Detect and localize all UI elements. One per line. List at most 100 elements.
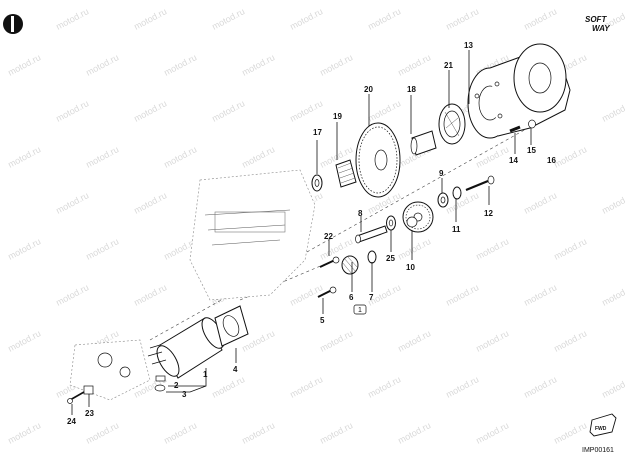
starter-bolt [154, 375, 166, 392]
watermark-text: motod.ru [444, 374, 480, 400]
pinion-circlip [367, 250, 377, 264]
callout-8: 8 [358, 209, 363, 218]
callout-11: 11 [452, 225, 461, 234]
watermark-text: motod.ru [162, 52, 198, 78]
callout-15: 15 [527, 146, 536, 155]
watermark-text: motod.ru [474, 236, 510, 262]
watermark-text: motod.ru [600, 190, 625, 216]
watermark-text: motod.ru [288, 6, 324, 32]
brand-logo-icon [3, 14, 23, 34]
callout-13: 13 [464, 41, 473, 50]
watermark-text: motod.ru [522, 6, 558, 32]
watermark-text: motod.ru [6, 236, 42, 262]
watermark-text: motod.ru [444, 6, 480, 32]
callout-22: 22 [324, 232, 333, 241]
watermark-text: motod.ru [54, 190, 90, 216]
watermark-text: motod.ru [132, 190, 168, 216]
callout-2: 2 [174, 381, 179, 390]
callout-24: 24 [67, 417, 76, 426]
starter-gasket [214, 305, 249, 347]
callout-21: 21 [444, 61, 453, 70]
callout-6: 6 [349, 293, 354, 302]
watermark-text: motod.ru [6, 420, 42, 446]
watermark-text: motod.ru [210, 374, 246, 400]
watermark-text: motod.ru [6, 52, 42, 78]
softway-logo: SOFT WAY [585, 15, 610, 33]
watermark-text: motod.ru [522, 282, 558, 308]
watermark-text: motod.ru [6, 144, 42, 170]
starter-clutch-gear [355, 122, 401, 198]
flywheel [467, 43, 571, 139]
watermark-text: motod.ru [240, 144, 276, 170]
watermark-text: motod.ru [552, 144, 588, 170]
watermark-text: motod.ru [396, 236, 432, 262]
note-marker: 1 [353, 304, 367, 315]
watermark-text: motod.ru [600, 98, 625, 124]
watermark-text: motod.ru [54, 282, 90, 308]
starter-pinion [341, 255, 359, 275]
carburettor-assembly [69, 339, 151, 401]
callout-14: 14 [509, 156, 518, 165]
watermark-text: motod.ru [318, 328, 354, 354]
watermark-text: motod.ru [210, 98, 246, 124]
watermark-text: motod.ru [522, 374, 558, 400]
watermark-text: motod.ru [318, 420, 354, 446]
callout-7: 7 [369, 293, 374, 302]
fwd-arrow-icon: FWD [589, 413, 617, 437]
watermark-text: motod.ru [396, 420, 432, 446]
callout-19: 19 [333, 112, 342, 121]
nut-11 [452, 186, 462, 200]
fwd-label: FWD [595, 426, 607, 432]
one-way-clutch [438, 103, 466, 145]
engine-crankcase [189, 169, 316, 301]
watermark-text: motod.ru [474, 328, 510, 354]
watermark-text: motod.ru [84, 52, 120, 78]
watermark-text: motod.ru [600, 282, 625, 308]
leader-lines [71, 50, 532, 415]
callout-18: 18 [407, 85, 416, 94]
watermark-text: motod.ru [132, 6, 168, 32]
watermark-text: motod.ru [84, 144, 120, 170]
watermark-text: motod.ru [366, 374, 402, 400]
watermark-text: motod.ru [552, 420, 588, 446]
watermark-text: motod.ru [84, 420, 120, 446]
watermark-text: motod.ru [522, 190, 558, 216]
idler-gear [402, 201, 434, 233]
watermark-text: motod.ru [6, 328, 42, 354]
watermark-text: motod.ru [444, 282, 480, 308]
image-code: IMP00161 [582, 447, 614, 454]
callout-20: 20 [364, 85, 373, 94]
watermark-text: motod.ru [600, 374, 625, 400]
callout-1: 1 [203, 370, 208, 379]
dowel-pin [509, 125, 521, 133]
watermark-text: motod.ru [132, 98, 168, 124]
bolt-12 [465, 175, 495, 192]
watermark-text: motod.ru [84, 236, 120, 262]
callout-12: 12 [484, 209, 493, 218]
watermark-text: motod.ru [240, 52, 276, 78]
callout-25: 25 [386, 254, 395, 263]
watermark-text: motod.ru [396, 328, 432, 354]
assembly-axis-2 [239, 261, 331, 301]
washer-25 [386, 215, 396, 231]
watermark-text: motod.ru [288, 98, 324, 124]
watermark-text: motod.ru [366, 6, 402, 32]
watermark-text: motod.ru [288, 374, 324, 400]
watermark-text: motod.ru [474, 420, 510, 446]
watermark-text: motod.ru [54, 6, 90, 32]
watermark-text: motod.ru [396, 52, 432, 78]
idler-shaft [355, 225, 388, 244]
callout-labels: 1 2 3 4 5 6 7 8 9 10 11 12 13 14 15 16 1… [67, 41, 556, 426]
svg-text:1: 1 [358, 307, 362, 314]
watermark-text: motod.ru [162, 144, 198, 170]
bolt-23-24 [67, 385, 94, 404]
callout-10: 10 [406, 263, 415, 272]
callout-16: 16 [547, 156, 556, 165]
clutch-hub [410, 130, 437, 156]
screw-5 [317, 286, 337, 298]
watermark-text: motod.ru [318, 52, 354, 78]
assembly-axis [149, 109, 561, 341]
callout-9: 9 [439, 169, 444, 178]
watermark-text: motod.ru [210, 6, 246, 32]
